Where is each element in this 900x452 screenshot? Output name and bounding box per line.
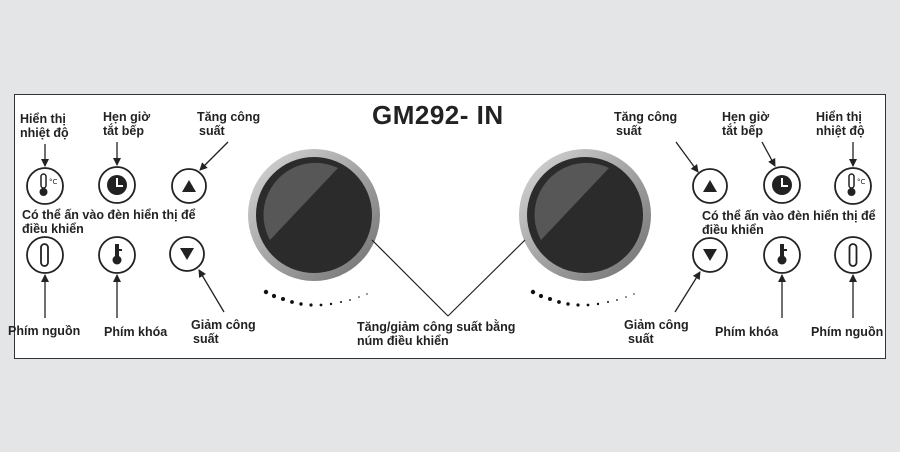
lock-icon [112, 244, 122, 265]
left-timer-button[interactable] [98, 166, 136, 204]
right-temp-label-line2: nhiệt độ [816, 124, 865, 138]
callout-arrows [41, 141, 857, 318]
left-temperature-button[interactable]: °C [26, 167, 64, 205]
right-down-label-line2: suất [628, 332, 654, 346]
left-knob-icon[interactable] [248, 149, 380, 281]
right-up-label-line1: Tăng công [614, 110, 678, 124]
svg-text:°C: °C [49, 178, 58, 186]
power-icon [848, 243, 858, 267]
left-up-label-line1: Tăng công [197, 110, 261, 124]
down-arrow-icon [703, 249, 717, 261]
right-down-label-line1: Giảm công [624, 318, 689, 332]
left-timer-label-line2: tắt bếp [103, 124, 144, 138]
clock-icon [107, 175, 127, 195]
knob-label-line2: núm điều khiển [357, 334, 449, 348]
up-arrow-icon [182, 180, 196, 192]
clock-icon [772, 175, 792, 195]
right-touch-note-line2: điều khiển [702, 223, 764, 237]
left-power-up-button[interactable] [171, 168, 207, 204]
right-knob-icon[interactable] [519, 149, 651, 281]
knob-label-line1: Tăng/giảm công suất bằng [357, 320, 516, 334]
left-down-label-line2: suất [193, 332, 219, 346]
thermometer-icon: °C [847, 173, 866, 196]
right-lock-button[interactable] [763, 236, 801, 274]
right-power-label: Phím nguồn [811, 325, 884, 339]
right-power-button[interactable] [834, 236, 872, 274]
left-up-label-line2: suất [199, 124, 225, 138]
svg-text:°C: °C [857, 178, 866, 186]
left-lock-label: Phím khóa [104, 325, 168, 339]
right-power-up-button[interactable] [692, 168, 728, 204]
left-touch-note-line2: điều khiển [22, 222, 84, 236]
left-lock-button[interactable] [98, 236, 136, 274]
right-touch-note-line1: Có thể ấn vào đèn hiển thị để [702, 209, 876, 223]
up-arrow-icon [703, 180, 717, 192]
left-touch-note-line1: Có thể ấn vào đèn hiển thị để [22, 208, 196, 222]
right-timer-label-line2: tắt bếp [722, 124, 763, 138]
left-power-label: Phím nguồn [8, 324, 81, 338]
thermometer-icon: °C [39, 173, 58, 196]
left-power-level-dots [263, 289, 368, 307]
left-timer-label-line1: Hẹn giờ [103, 110, 151, 124]
right-up-label-line2: suất [616, 124, 642, 138]
right-temp-label-line1: Hiển thị [816, 110, 862, 124]
left-power-button[interactable] [26, 236, 64, 274]
right-power-level-dots [530, 289, 635, 307]
lock-icon [777, 244, 787, 265]
left-down-label-line1: Giảm công [191, 318, 256, 332]
knob-callout-lines [371, 239, 526, 317]
down-arrow-icon [180, 248, 194, 260]
right-timer-label-line1: Hẹn giờ [722, 110, 770, 124]
power-icon [40, 243, 49, 267]
right-timer-button[interactable] [763, 166, 801, 204]
left-temp-label-line1: Hiển thị [20, 112, 66, 126]
left-power-down-button[interactable] [169, 236, 205, 272]
right-temperature-button[interactable]: °C [834, 167, 872, 205]
left-temp-label-line2: nhiệt độ [20, 126, 69, 140]
right-lock-label: Phím khóa [715, 325, 779, 339]
right-power-down-button[interactable] [692, 237, 728, 273]
model-title: GM292- IN [372, 100, 504, 130]
